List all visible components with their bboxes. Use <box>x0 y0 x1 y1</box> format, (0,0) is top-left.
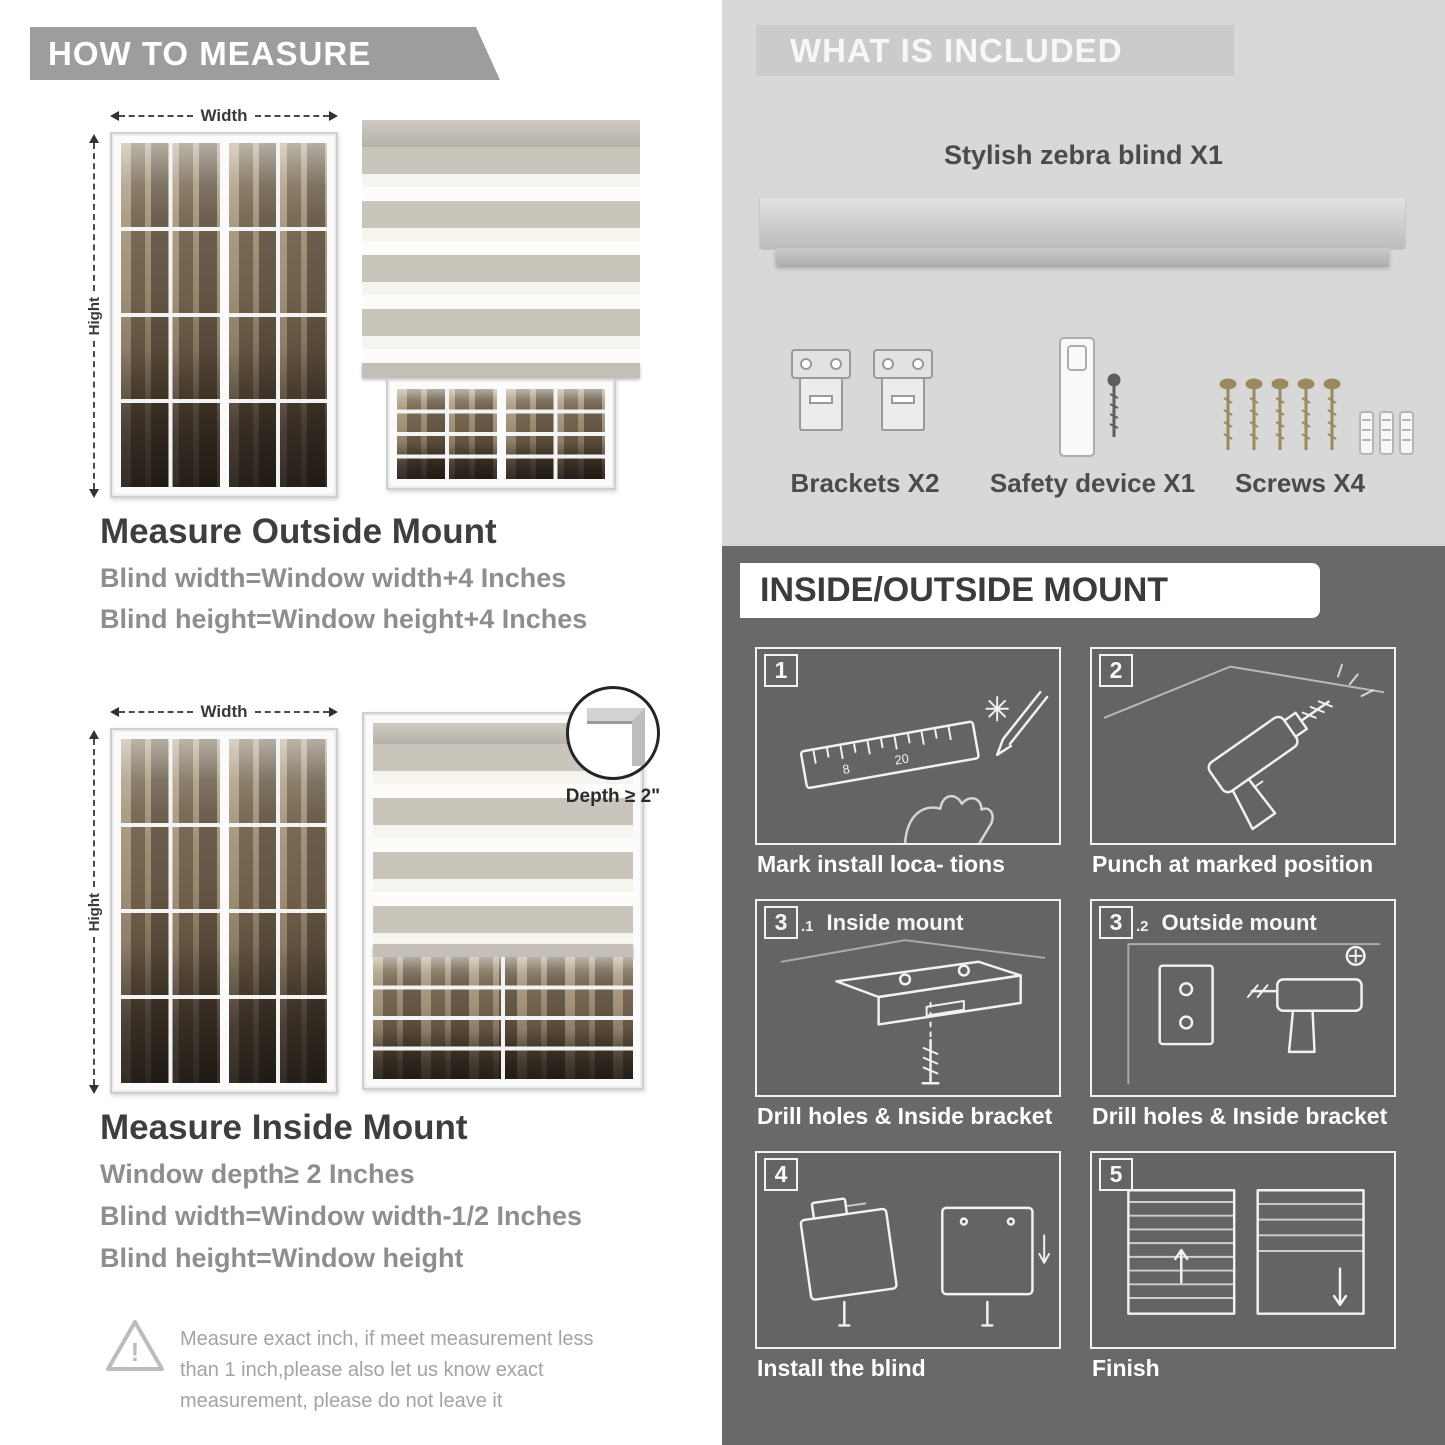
zebra-blind-count-label: Stylish zebra blind X1 <box>943 140 1224 170</box>
arrow-dashed-line <box>93 143 95 291</box>
safety-device-icon <box>1059 337 1121 457</box>
inside-mount-line: Window depth≥ 2 Inches <box>100 1159 415 1189</box>
how-to-measure-header: HOW TO MEASURE <box>30 27 500 80</box>
step-panel-2: 2 <box>1090 647 1396 845</box>
inside-outside-mount-header: INSIDE/OUTSIDE MOUNT <box>740 563 1320 618</box>
arrow-dashed-line <box>254 115 329 117</box>
anchors-icon <box>1359 411 1414 455</box>
install-blind-illustration <box>799 1197 1051 1327</box>
step-caption-4: Install the blind <box>757 1355 926 1381</box>
step-caption-1: Mark install loca- tions <box>757 851 1005 877</box>
window-inside-illustration: Width Hight <box>82 700 338 1095</box>
depth-detail-circle <box>566 686 660 780</box>
step-panel-3-1: 3 .1 Inside mount <box>755 899 1061 1097</box>
screws-icon <box>1219 378 1414 455</box>
arrow-dashed-line <box>254 711 329 713</box>
inside-bracket-illustration <box>780 939 1046 1085</box>
arrow-left-head <box>110 707 119 717</box>
width-arrow-icon: Width <box>110 700 338 724</box>
blind-headrail <box>362 120 640 147</box>
arrow-up-head <box>89 134 99 143</box>
window-corner-detail <box>586 708 645 767</box>
measure-note: Measure exact inch, if meet measurement … <box>180 1328 594 1412</box>
step-inner-label: Inside mount <box>826 909 964 935</box>
finish-blinds-illustration <box>1127 1189 1365 1315</box>
blind-bottomrail <box>362 363 640 378</box>
step-panel-4: 4 <box>755 1151 1061 1349</box>
step-number: 5 <box>1099 1158 1133 1191</box>
step-panel-3-2: 3 .2 Outside mount <box>1090 899 1396 1097</box>
depth-label: Depth ≥ 2" <box>565 786 661 807</box>
brackets-label: Brackets X2 <box>790 468 940 498</box>
arrow-left-head <box>110 111 119 121</box>
step-number: 3 <box>1099 906 1133 939</box>
window-frame <box>110 132 338 498</box>
arrow-right-head <box>329 707 338 717</box>
step-sub-number: .1 <box>801 918 814 935</box>
arrow-down-head <box>89 489 99 499</box>
brackets-icon <box>791 349 933 431</box>
zebra-blind-outside-illustration <box>362 120 640 492</box>
step-panel-1: 1 8 20 <box>755 647 1061 845</box>
headrail-lip-illustration <box>776 248 1389 265</box>
warning-triangle-icon: ! <box>106 1320 164 1371</box>
arrow-dashed-line <box>93 937 95 1086</box>
headrail-bar-illustration <box>760 198 1405 248</box>
step-caption-2: Punch at marked position <box>1092 851 1374 877</box>
zebra-stripes <box>373 744 633 944</box>
outside-mount-title: Measure Outside Mount <box>100 512 497 551</box>
step-caption-3-1: Drill holes & Inside bracket <box>757 1103 1053 1129</box>
window-glass <box>121 739 220 1083</box>
window-glass <box>228 739 327 1083</box>
screw-icon <box>1107 373 1121 437</box>
window-glass <box>505 389 605 479</box>
arrow-dashed-line <box>119 711 194 713</box>
window-glass <box>397 389 497 479</box>
blind-bottomrail <box>373 944 633 957</box>
window-outside-illustration: Width Hight <box>82 104 338 499</box>
height-arrow-icon: Hight <box>82 134 106 499</box>
height-label: Hight <box>85 892 103 932</box>
height-label: Hight <box>85 296 103 336</box>
window-glass <box>228 143 327 487</box>
arrow-up-head <box>89 730 99 739</box>
width-label: Width <box>200 106 248 125</box>
inside-mount-title: Measure Inside Mount <box>100 1108 468 1147</box>
width-label: Width <box>200 702 248 721</box>
window-frame <box>110 728 338 1094</box>
step-caption-3-2: Drill holes & Inside bracket <box>1092 1103 1388 1129</box>
what-is-included-header: WHAT IS INCLUDED <box>756 25 1234 76</box>
step-number: 2 <box>1099 654 1133 687</box>
height-arrow-icon: Hight <box>82 730 106 1095</box>
arrow-down-head <box>89 1085 99 1095</box>
screws-label: Screws X4 <box>1234 468 1366 498</box>
step-panel-5: 5 <box>1090 1151 1396 1349</box>
outside-mount-line: Blind height=Window height+4 Inches <box>100 604 588 634</box>
window-bottom-part <box>386 378 616 490</box>
step-sub-number: .2 <box>1136 918 1149 935</box>
outside-mount-line: Blind width=Window width+4 Inches <box>100 563 567 593</box>
arrow-right-head <box>329 111 338 121</box>
ruler-marking-illustration: 8 20 <box>799 690 1049 843</box>
arrow-dashed-line <box>93 739 95 887</box>
arrow-dashed-line <box>119 115 194 117</box>
safety-device-label: Safety device X1 <box>989 468 1196 498</box>
inside-mount-line: Blind width=Window width-1/2 Inches <box>100 1201 583 1231</box>
svg-text:20: 20 <box>893 750 910 767</box>
zebra-stripes <box>362 147 640 363</box>
window-glass <box>373 957 633 1079</box>
arrow-dashed-line <box>93 341 95 490</box>
window-glass <box>121 143 220 487</box>
svg-text:!: ! <box>131 1337 140 1367</box>
svg-text:8: 8 <box>841 761 851 777</box>
outside-bracket-illustration <box>1127 943 1381 1085</box>
step-number: 3 <box>764 906 798 939</box>
drill-illustration <box>1103 663 1385 831</box>
step-number: 1 <box>764 654 798 687</box>
step-caption-5: Finish <box>1092 1355 1160 1381</box>
inside-mount-line: Blind height=Window height <box>100 1243 464 1273</box>
step-number: 4 <box>764 1158 798 1191</box>
step-inner-label: Outside mount <box>1161 909 1317 935</box>
width-arrow-icon: Width <box>110 104 338 128</box>
